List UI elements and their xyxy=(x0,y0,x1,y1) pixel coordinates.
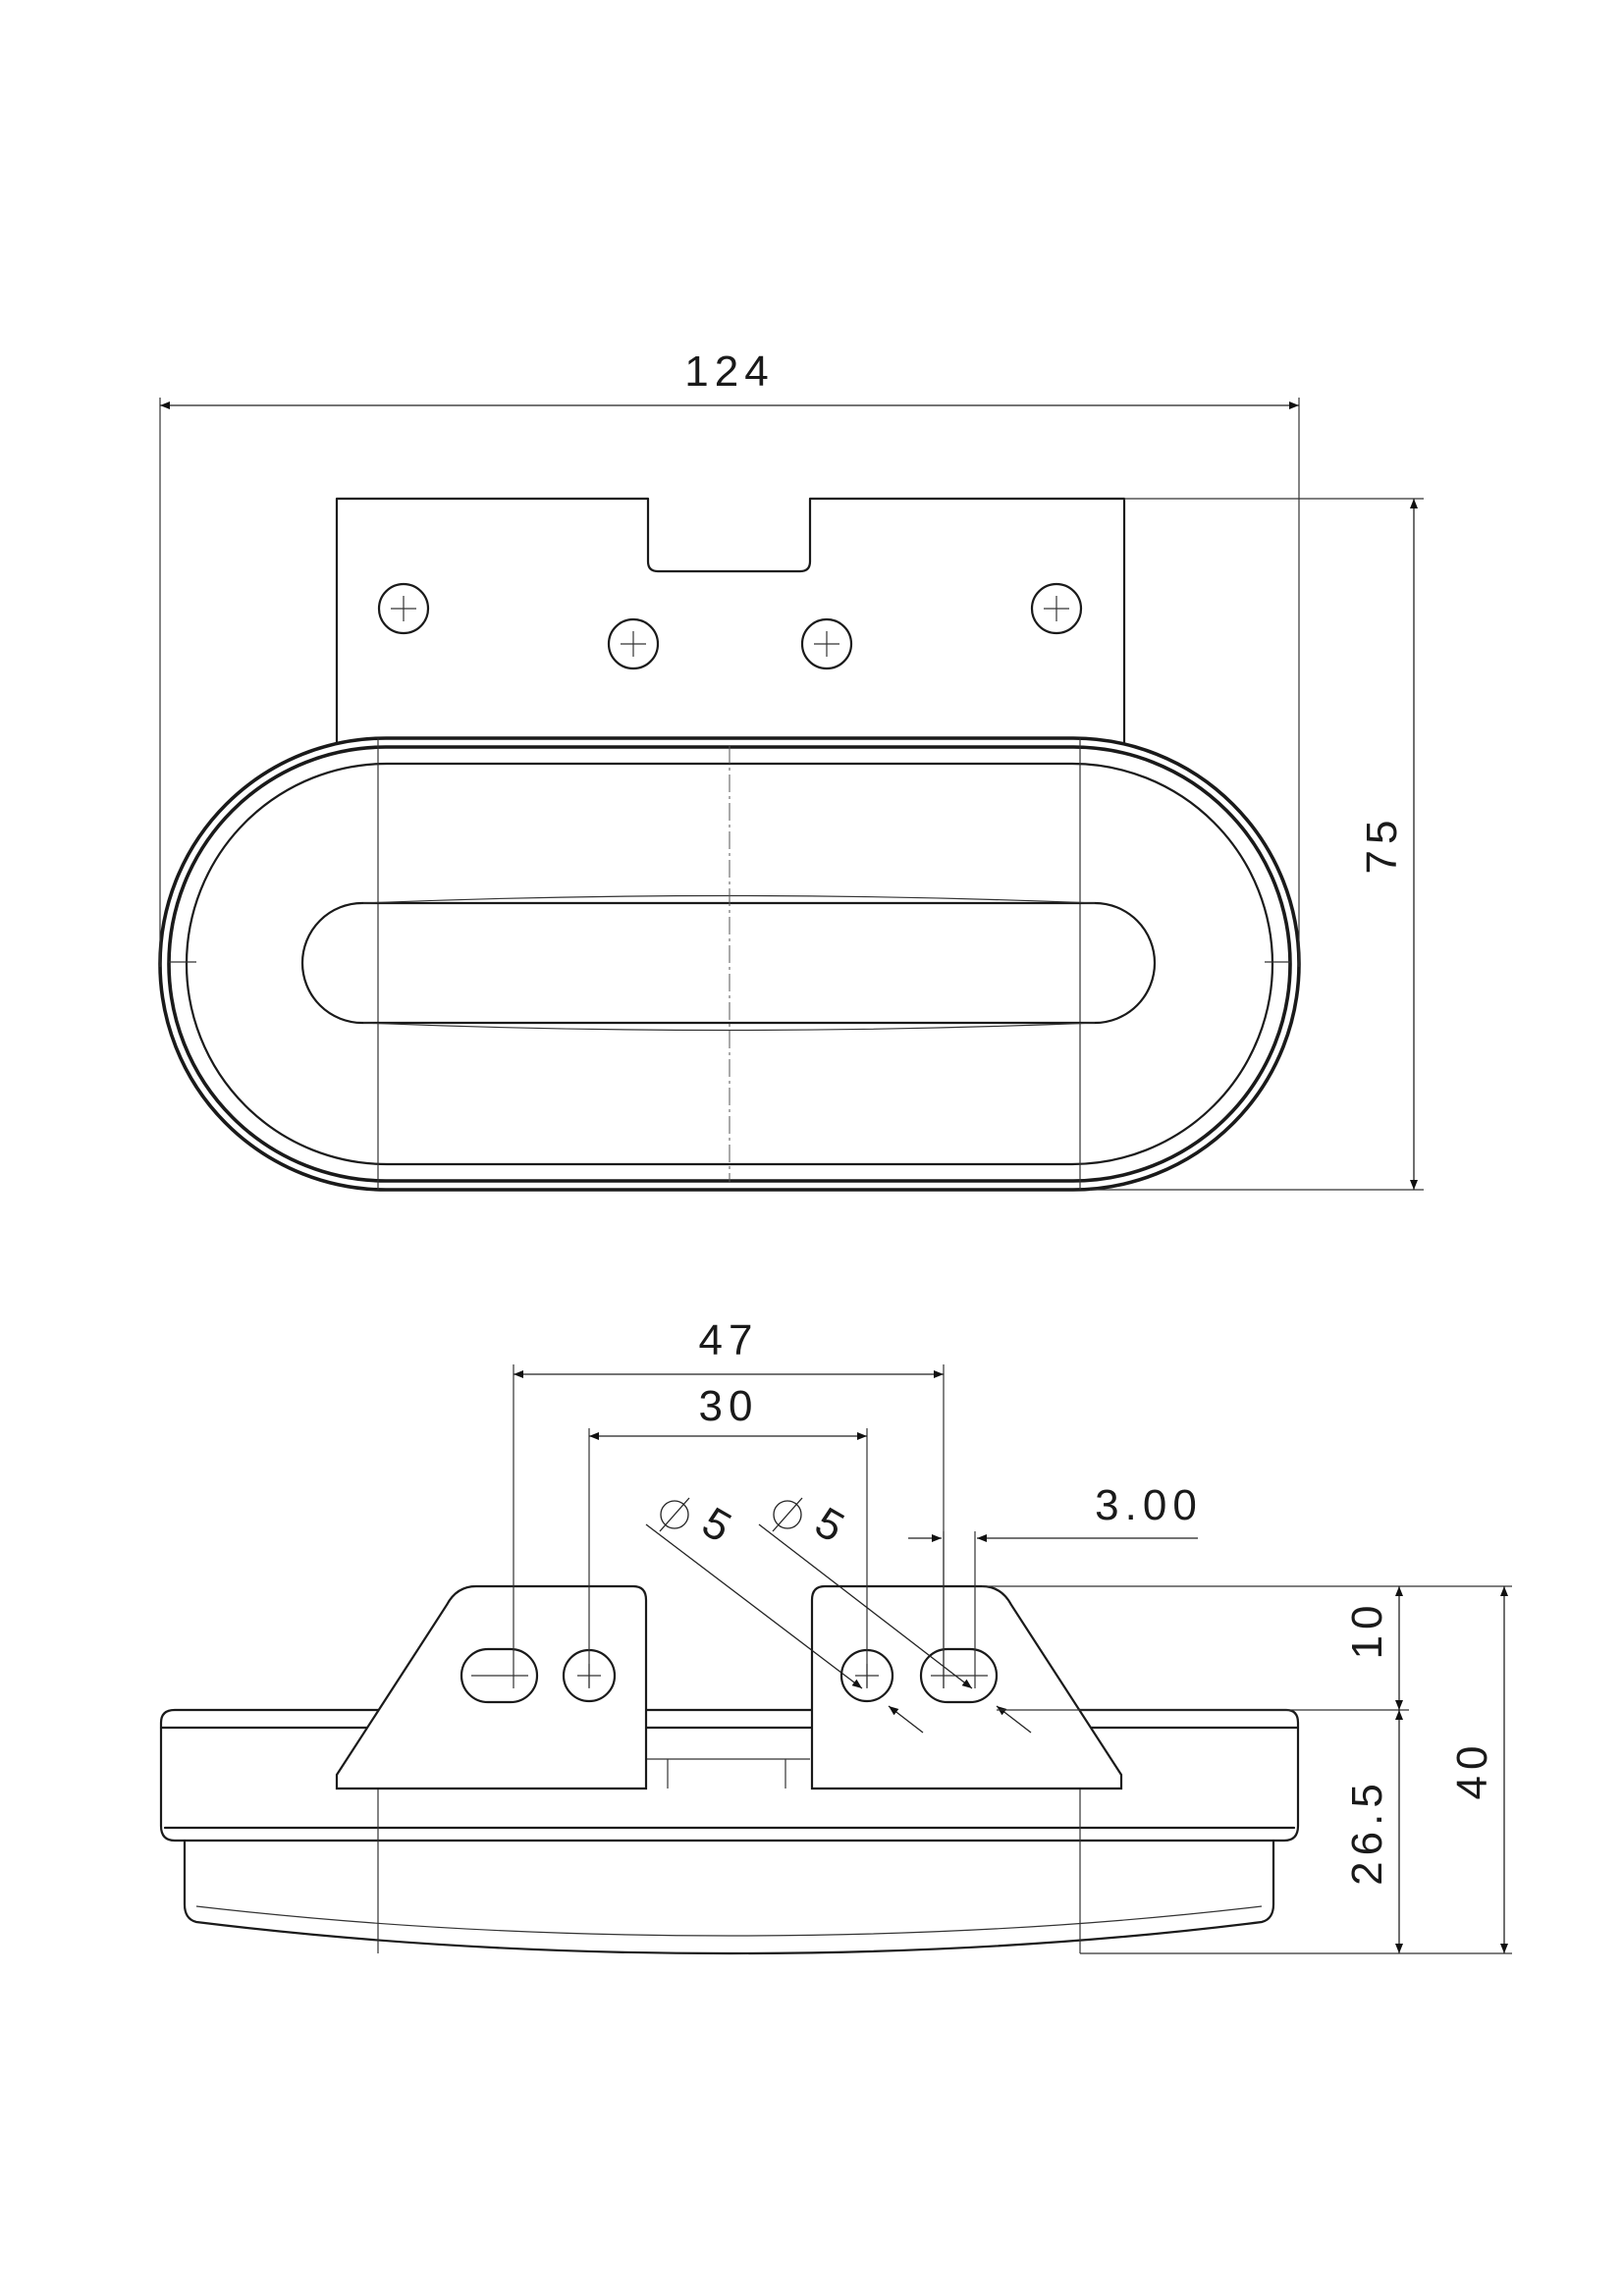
side-view xyxy=(159,1584,1300,1955)
bracket-right-side xyxy=(810,1584,1123,1790)
mounting-bracket xyxy=(335,497,1126,748)
bracket-left-side xyxy=(335,1584,648,1790)
slot-hole-right xyxy=(919,1647,999,1704)
bracket-hole-4 xyxy=(1030,582,1083,635)
lamp-housing-side xyxy=(159,1708,1300,1842)
dim-height-75: 75 xyxy=(1358,815,1406,875)
dim-height-40: 40 xyxy=(1448,1740,1496,1800)
side-dimensions: 47 30 5 5 3.00 10 xyxy=(513,1316,1512,1954)
dim-height-26-5: 26.5 xyxy=(1343,1778,1391,1886)
dim-spacing-47: 47 xyxy=(699,1316,759,1364)
dim-spacing-30: 30 xyxy=(699,1382,759,1430)
bracket-hole-2 xyxy=(607,617,660,670)
svg-text:5: 5 xyxy=(694,1498,744,1555)
dim-height-10: 10 xyxy=(1343,1600,1391,1660)
svg-text:5: 5 xyxy=(807,1498,857,1555)
lamp-lens-side xyxy=(183,1837,1275,1955)
top-dimensions: 124 75 xyxy=(159,347,1424,1191)
slot-hole-left xyxy=(460,1647,539,1704)
light-strip xyxy=(300,901,1157,1025)
bracket-hole-3 xyxy=(800,617,853,670)
dim-offset-3: 3.00 xyxy=(1095,1481,1203,1529)
top-view xyxy=(158,497,1301,1192)
dim-width-124: 124 xyxy=(684,347,774,396)
bracket-hole-1 xyxy=(377,582,430,635)
